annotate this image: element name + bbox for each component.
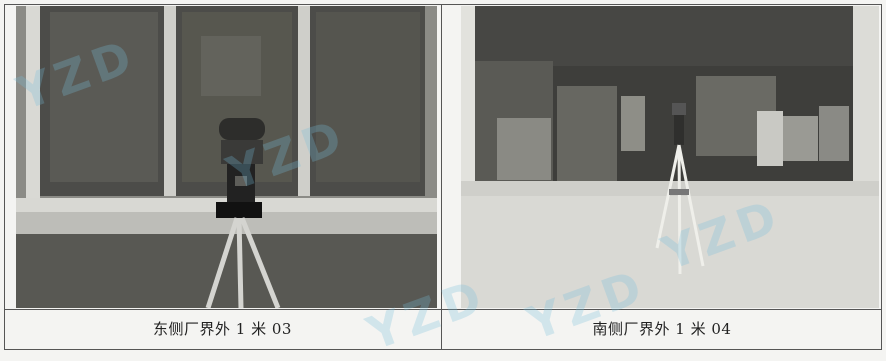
column-divider <box>441 4 442 350</box>
caption-east-side: 东侧厂界外 1 米 03 <box>153 320 292 338</box>
photo-east-side <box>16 6 437 308</box>
table-frame <box>4 4 882 350</box>
caption-row-divider <box>4 309 882 310</box>
photo-south-side <box>461 6 879 308</box>
caption-south-side: 南侧厂界外 1 米 04 <box>592 320 732 338</box>
